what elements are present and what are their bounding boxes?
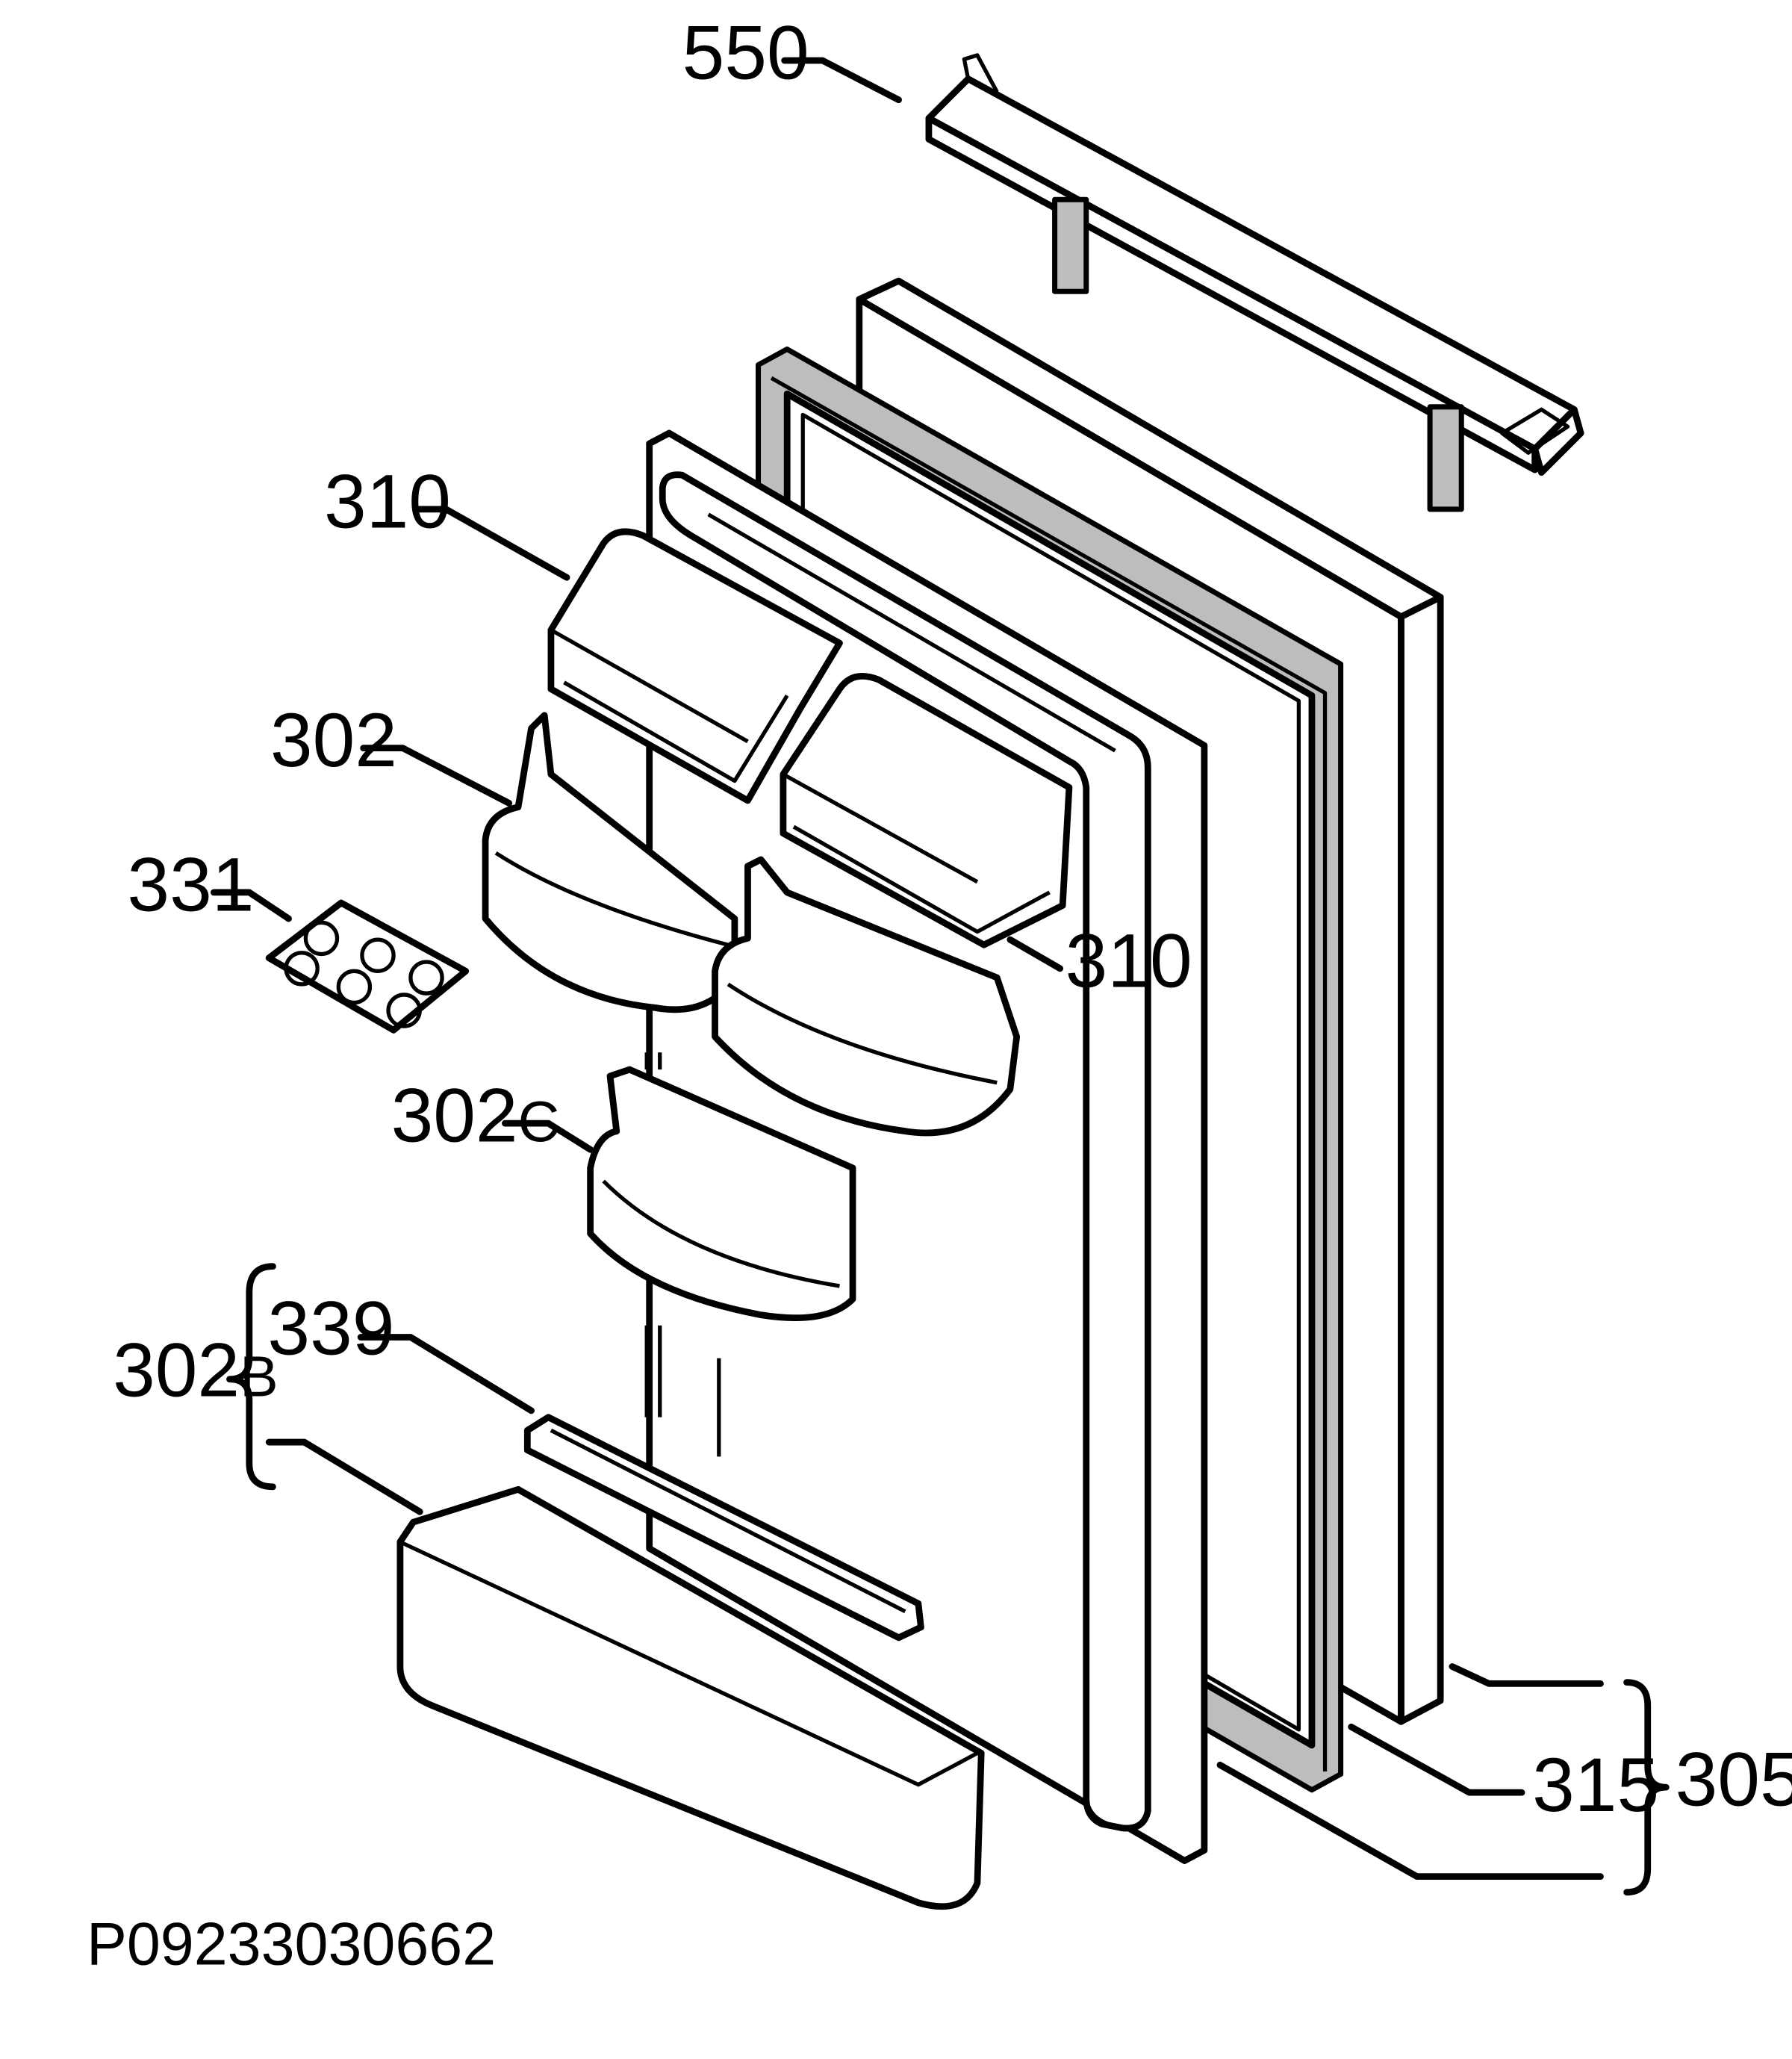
label-305: 305 [1676, 1737, 1792, 1822]
door-shelf-upper [482, 712, 738, 1013]
label-302b: 302B [113, 1328, 279, 1413]
label-315: 315 [1532, 1742, 1659, 1827]
shelf-cover-lower [780, 673, 1073, 948]
label-331: 331 [127, 842, 254, 927]
brace-305 [1623, 1679, 1670, 1896]
label-302: 302 [270, 698, 397, 783]
alignment-lines [644, 1052, 721, 1457]
shelf-cover-upper [547, 528, 843, 804]
bottle-guard-rail [523, 1414, 924, 1642]
hinge-cover-bar [925, 53, 1584, 512]
label-310-lower: 310 [1065, 918, 1192, 1003]
label-310-upper: 310 [324, 459, 451, 544]
label-339: 339 [267, 1285, 394, 1370]
leader-lines [210, 57, 1604, 1881]
brace-302b [226, 1263, 276, 1491]
document-code: P09233030662 [87, 1910, 496, 1978]
label-302c: 302C [391, 1073, 560, 1158]
bottle-shelf [396, 1485, 985, 1910]
small-door-shelf [587, 1066, 856, 1321]
label-550: 550 [682, 10, 809, 96]
egg-tray [265, 899, 470, 1034]
door-shelf-middle [712, 856, 1021, 1137]
